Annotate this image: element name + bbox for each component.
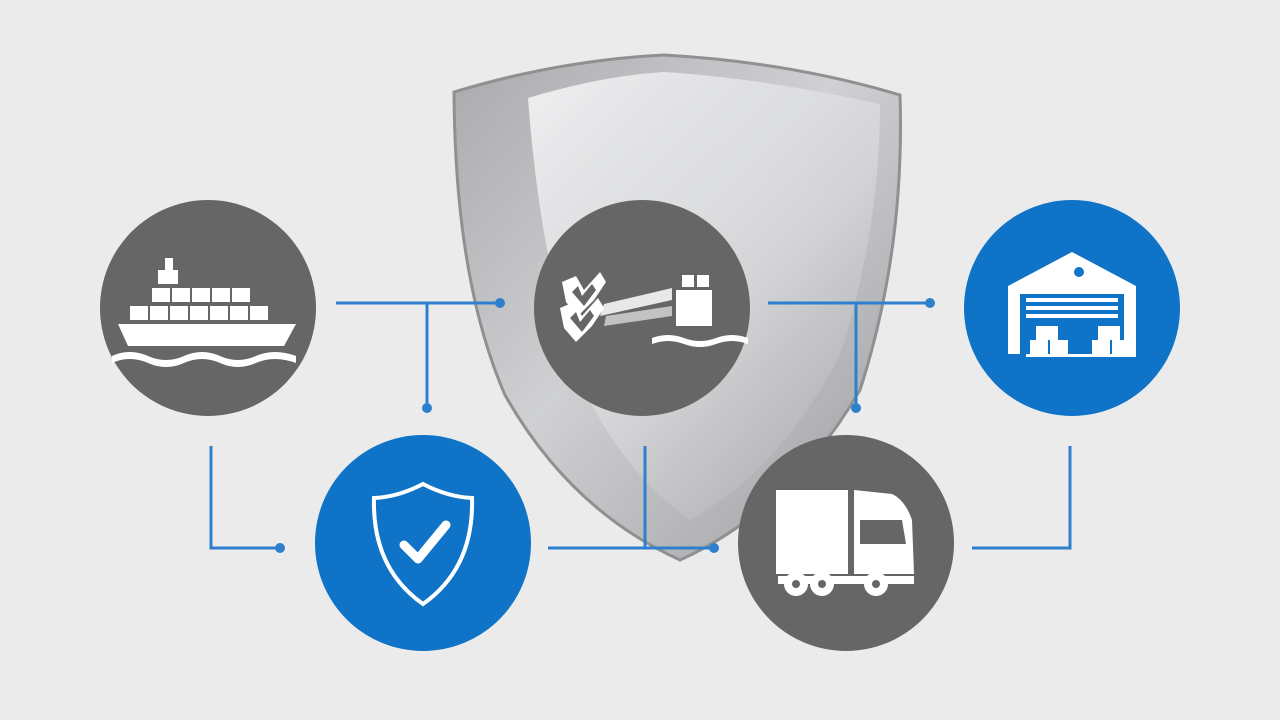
cargo-ship-icon bbox=[112, 258, 296, 367]
connector-ship-verification bbox=[209, 446, 280, 550]
connector-dots bbox=[275, 298, 935, 553]
node-circle bbox=[315, 435, 531, 651]
node-ship bbox=[100, 200, 316, 416]
truck-icon bbox=[776, 490, 914, 596]
warehouse-icon bbox=[1008, 252, 1136, 357]
shield-check-icon bbox=[371, 481, 475, 607]
connector-dot bbox=[422, 403, 432, 413]
connector-lines bbox=[209, 301, 1072, 550]
connector-dot bbox=[275, 543, 285, 553]
node-truck bbox=[738, 435, 954, 651]
inspection-scan-icon bbox=[560, 272, 748, 347]
connector-dot bbox=[851, 403, 861, 413]
connector-dot bbox=[709, 543, 719, 553]
node-warehouse bbox=[964, 200, 1180, 416]
connector-truck-warehouse bbox=[972, 446, 1072, 550]
node-verification bbox=[315, 435, 531, 651]
connector-dot bbox=[925, 298, 935, 308]
node-inspection bbox=[534, 200, 750, 416]
node-circle bbox=[534, 200, 750, 416]
connector-dot bbox=[495, 298, 505, 308]
